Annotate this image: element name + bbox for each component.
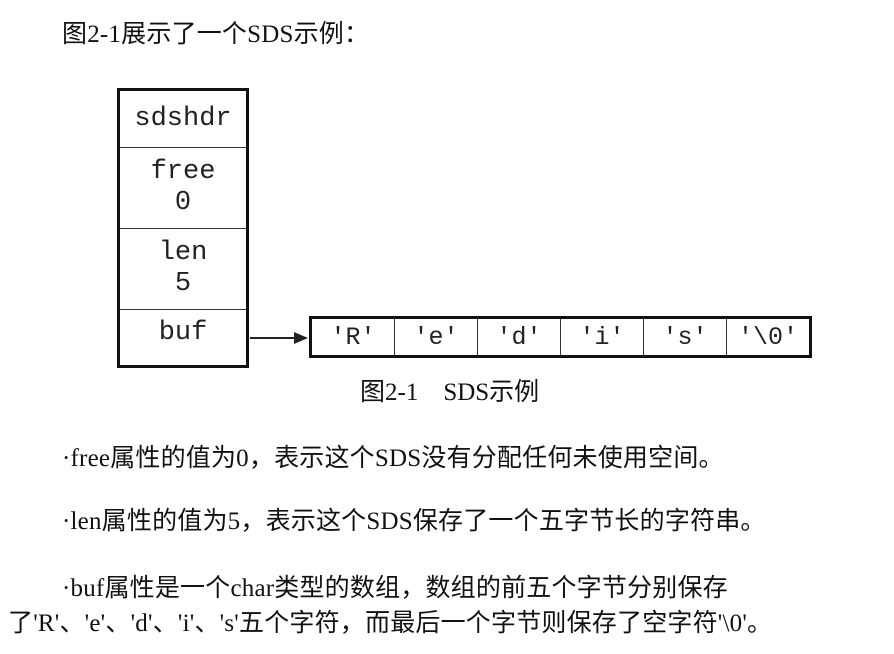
buf-array-cell: '\0' bbox=[737, 322, 798, 352]
buf-array-cell: 'i' bbox=[561, 319, 644, 355]
free-field-cell: free 0 bbox=[120, 148, 246, 229]
free-field-value: 0 bbox=[174, 188, 192, 218]
len-field-label: len bbox=[158, 238, 208, 268]
sdshdr-struct-diagram: sdshdr free 0 len 5 buf bbox=[117, 88, 249, 368]
buf-bullet-paragraph-line2: 了'R'、'e'、'd'、'i'、's'五个字符，而最后一个字节则保存了空字符'… bbox=[8, 610, 773, 637]
free-field-label: free bbox=[150, 157, 216, 187]
buf-array-cell: 's' bbox=[644, 319, 727, 355]
len-field-value: 5 bbox=[174, 269, 192, 299]
intro-paragraph: 图2-1展示了一个SDS示例： bbox=[62, 21, 370, 48]
pointer-arrow-icon bbox=[250, 332, 308, 344]
buf-array-cell: 'R' bbox=[312, 319, 395, 355]
struct-header-cell: sdshdr bbox=[120, 91, 246, 148]
free-bullet-paragraph: ·free属性的值为0，表示这个SDS没有分配任何未使用空间。 bbox=[62, 445, 724, 472]
figure-caption: 图2-1 SDS示例 bbox=[360, 379, 540, 406]
buf-array-cell: 'd' bbox=[478, 319, 561, 355]
struct-header-label: sdshdr bbox=[134, 103, 232, 134]
buf-array-diagram: 'R''e''d''i''s' '\0' bbox=[309, 316, 812, 358]
len-bullet-paragraph: ·len属性的值为5，表示这个SDS保存了一个五字节长的字符串。 bbox=[62, 508, 766, 535]
len-field-cell: len 5 bbox=[120, 229, 246, 310]
buf-array-cell: 'e' bbox=[395, 319, 478, 355]
buf-bullet-paragraph-line1: ·buf属性是一个char类型的数组，数组的前五个字节分别保存 bbox=[62, 575, 728, 602]
buf-field-cell: buf bbox=[120, 310, 246, 365]
buf-field-label: buf bbox=[158, 318, 208, 348]
